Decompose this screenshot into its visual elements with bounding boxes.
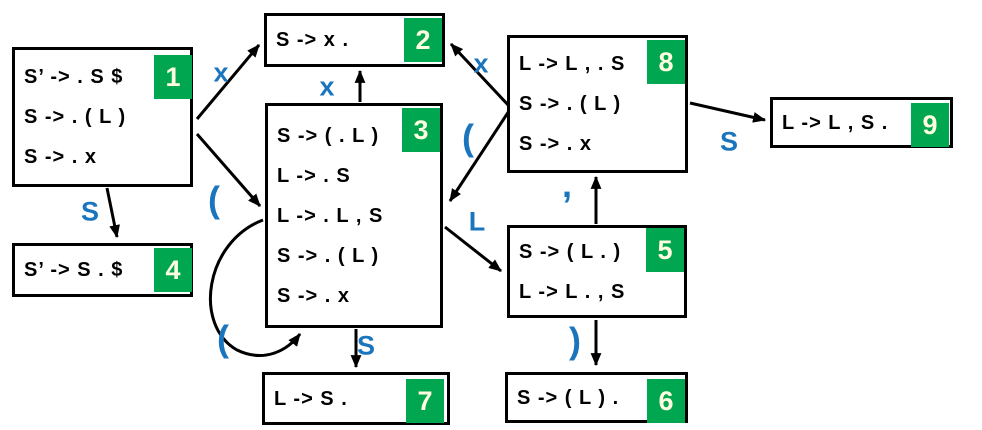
grammar-item: S -> x . — [276, 29, 350, 51]
state-number-badge: 8 — [647, 40, 685, 84]
state-number-badge: 6 — [647, 379, 685, 423]
grammar-item: S -> ( L ) . — [517, 386, 620, 409]
state-number-badge: 2 — [404, 18, 442, 62]
edge-label-3-5: L — [468, 206, 486, 237]
grammar-item: S’ -> S . $ — [24, 259, 124, 281]
state-number-badge: 4 — [154, 248, 192, 292]
state-5-box: S -> ( L . ) L -> L . , S 5 — [507, 225, 687, 318]
state-number-badge: 5 — [646, 228, 684, 272]
state-number-badge: 7 — [406, 379, 444, 423]
arrow-1-3 — [195, 133, 262, 207]
grammar-item: S -> . ( L ) — [24, 106, 127, 128]
grammar-item: L -> L . , S — [519, 280, 626, 303]
edge-label-3-3: ( — [217, 318, 229, 359]
edge-label-1-4: S — [80, 196, 100, 227]
edge-label-3-2: x — [319, 71, 335, 102]
state-3-box: S -> ( . L ) L -> . S L -> . L , S S -> … — [265, 103, 443, 328]
edge-label-5-8: , — [561, 164, 573, 205]
grammar-item: L -> . L , S — [277, 204, 384, 227]
state-1-box: S’ -> . S $ S -> . ( L ) S -> . x 1 — [12, 47, 193, 187]
state-number-badge: 1 — [154, 55, 192, 99]
state-4-box: S’ -> S . $ 4 — [12, 243, 193, 297]
edge-label-8-9: S — [719, 126, 739, 157]
arrow-8-3 — [448, 110, 511, 202]
state-6-box: S -> ( L ) . 6 — [505, 372, 688, 423]
arrow-8-9 — [689, 101, 767, 123]
edge-label-1-3: ( — [208, 179, 220, 220]
grammar-item: S’ -> . S $ — [24, 66, 124, 88]
state-7-box: L -> S . 7 — [262, 372, 450, 425]
grammar-item: S -> . x — [519, 133, 593, 155]
edge-label-8-2: x — [473, 48, 489, 79]
edge-label-5-6: ) — [569, 320, 581, 361]
state-2-box: S -> x . 2 — [264, 13, 445, 67]
grammar-item: S -> ( L . ) — [519, 240, 622, 263]
state-8-box: L -> L , . S S -> . ( L ) S -> . x 8 — [507, 35, 688, 173]
state-number-badge: 9 — [911, 103, 949, 147]
state-9-box: L -> L , S . 9 — [770, 97, 953, 148]
edge-label-3-7: S — [356, 330, 376, 361]
grammar-item: S -> . ( L ) — [519, 93, 622, 115]
grammar-item: S -> ( . L ) — [277, 124, 380, 147]
edge-label-1-2: x — [213, 57, 229, 88]
grammar-item: L -> S . — [274, 387, 348, 410]
edge-label-8-3: ( — [462, 117, 474, 158]
grammar-item: L -> L , . S — [519, 53, 626, 75]
grammar-item: S -> . x — [277, 284, 351, 307]
grammar-item: L -> . S — [277, 164, 351, 187]
state-number-badge: 3 — [402, 108, 440, 152]
arrow-1-4 — [105, 187, 120, 239]
grammar-item: L -> L , S . — [782, 111, 889, 134]
grammar-item: S -> . ( L ) — [277, 244, 380, 267]
grammar-item: S -> . x — [24, 146, 98, 168]
